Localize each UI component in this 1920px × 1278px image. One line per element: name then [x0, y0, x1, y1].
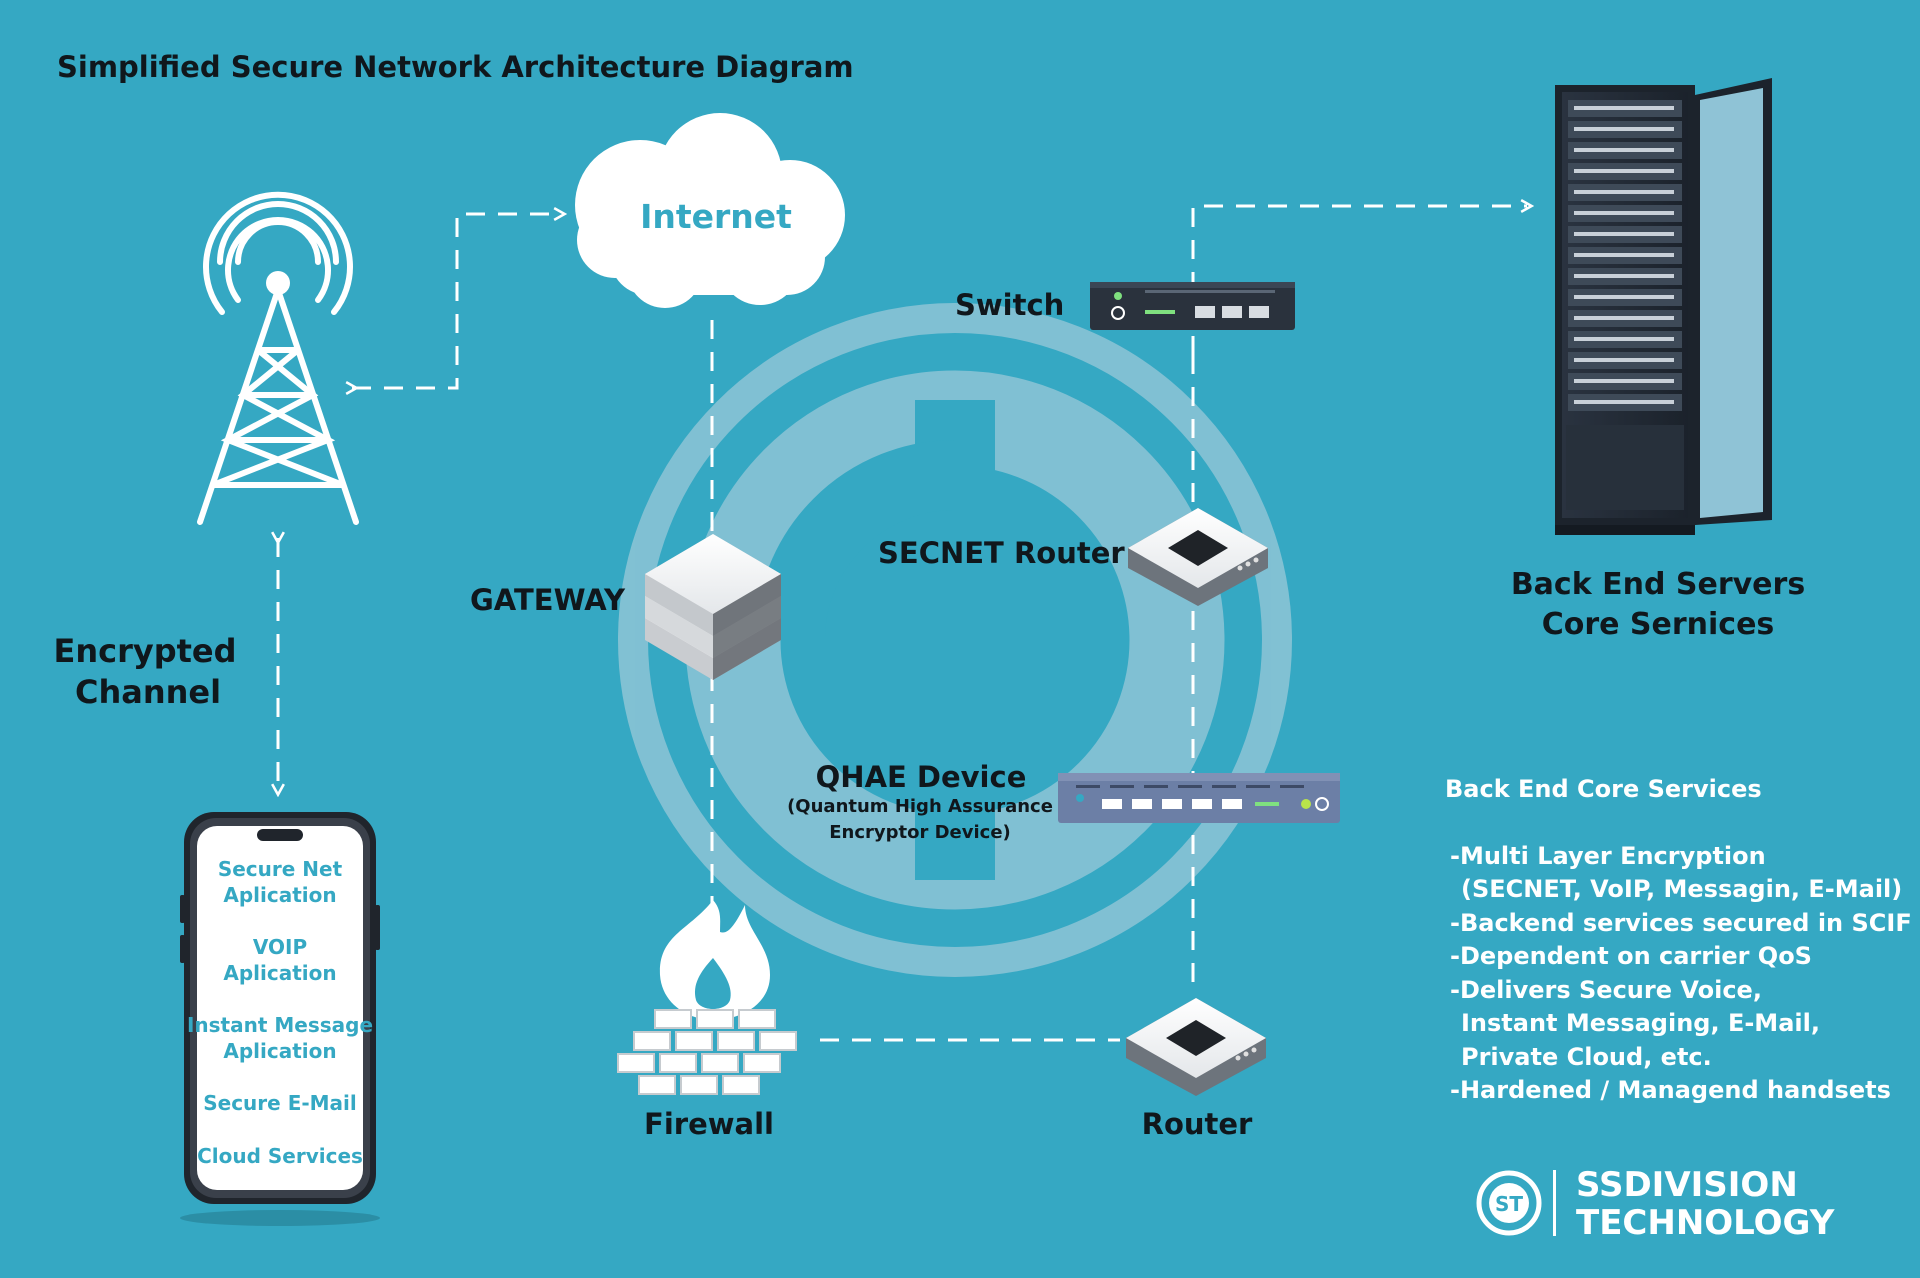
page-title: Simplified Secure Network Architecture D…	[57, 50, 854, 84]
services-item-6: Instant Messaging, E-Mail,	[1461, 1009, 1820, 1037]
servers-label-line1: Back End Servers	[1511, 567, 1805, 602]
gateway-label: GATEWAY	[470, 583, 626, 617]
brand-line2: TECHNOLOGY	[1576, 1203, 1835, 1243]
rack-unit-slots	[1574, 106, 1674, 110]
services-item-5: -Delivers Secure Voice,	[1450, 976, 1762, 1004]
brand-badge: ST	[1495, 1192, 1523, 1216]
phone-icon	[180, 812, 380, 1226]
qhae-device-icon	[1058, 773, 1340, 823]
rack-unit-slots	[1574, 400, 1674, 404]
channel-label-line2: Channel	[75, 673, 221, 711]
services-item-3: -Backend services secured in SCIF	[1450, 909, 1912, 937]
rack-unit-slots	[1574, 190, 1674, 194]
qhae-sub-line1: (Quantum High Assurance	[787, 796, 1053, 817]
cell-tower-icon	[197, 191, 359, 525]
services-heading: Back End Core Services	[1445, 775, 1762, 803]
switch-label: Switch	[955, 288, 1064, 322]
gateway-icon	[645, 534, 781, 680]
services-item-1: -Multi Layer Encryption	[1450, 842, 1766, 870]
rack-unit-slots	[1574, 316, 1674, 320]
rack-unit-slots	[1574, 379, 1674, 383]
brand-line1: SSDIVISION	[1576, 1165, 1798, 1205]
firewall-label: Firewall	[644, 1107, 774, 1141]
services-item-2: (SECNET, VoIP, Messagin, E-Mail)	[1461, 875, 1902, 903]
cloud-icon	[575, 113, 845, 308]
phone-app-secure-net-2[interactable]: Aplication	[223, 883, 336, 907]
rack-unit-slots	[1574, 211, 1674, 215]
services-item-8: -Hardened / Managend handsets	[1450, 1076, 1891, 1104]
services-list: -Multi Layer Encryption (SECNET, VoIP, M…	[1450, 842, 1912, 1104]
rack-unit-slots	[1574, 337, 1674, 341]
firewall-icon	[617, 900, 797, 1095]
secnet-router-icon	[1128, 508, 1268, 606]
phone-app-list: Secure Net Aplication VOIP Aplication In…	[187, 857, 373, 1168]
connector-switch-servers	[1191, 206, 1527, 355]
brand-logo: ST SSDIVISION TECHNOLOGY	[1476, 1165, 1835, 1243]
router-icon	[1126, 998, 1266, 1096]
router-label: Router	[1142, 1107, 1253, 1141]
phone-app-cloud[interactable]: Cloud Services	[197, 1144, 363, 1168]
phone-app-voip-2[interactable]: Aplication	[223, 961, 336, 985]
server-rack-icon	[1555, 78, 1772, 535]
rack-unit-slots	[1574, 274, 1674, 278]
qhae-label: QHAE Device	[816, 760, 1027, 794]
rack-unit-slots	[1574, 127, 1674, 131]
phone-app-email[interactable]: Secure E-Mail	[203, 1091, 357, 1115]
phone-app-secure-net-1[interactable]: Secure Net	[218, 857, 343, 881]
qhae-sub-line2: Encryptor Device)	[829, 822, 1011, 843]
switch-icon	[1090, 282, 1295, 330]
servers-label-line2: Core Sernices	[1542, 607, 1775, 642]
phone-app-im-2[interactable]: Aplication	[223, 1039, 336, 1063]
rack-units	[1568, 100, 1682, 411]
channel-label-line1: Encrypted	[53, 632, 236, 670]
phone-app-voip-1[interactable]: VOIP	[253, 935, 307, 959]
connector-tower-internet	[352, 214, 560, 388]
internet-label: Internet	[640, 197, 792, 236]
rack-unit-slots	[1574, 358, 1674, 362]
rack-unit-slots	[1574, 253, 1674, 257]
rack-unit-slots	[1574, 148, 1674, 152]
rack-unit-slots	[1574, 232, 1674, 236]
watermark-logo	[618, 303, 1292, 977]
rack-unit-slots	[1574, 295, 1674, 299]
rack-unit-slots	[1574, 169, 1674, 173]
services-item-7: Private Cloud, etc.	[1461, 1043, 1712, 1071]
secnet-router-label: SECNET Router	[878, 536, 1125, 570]
services-item-4: -Dependent on carrier QoS	[1450, 942, 1812, 970]
phone-app-im-1[interactable]: Instant Message	[187, 1013, 373, 1037]
